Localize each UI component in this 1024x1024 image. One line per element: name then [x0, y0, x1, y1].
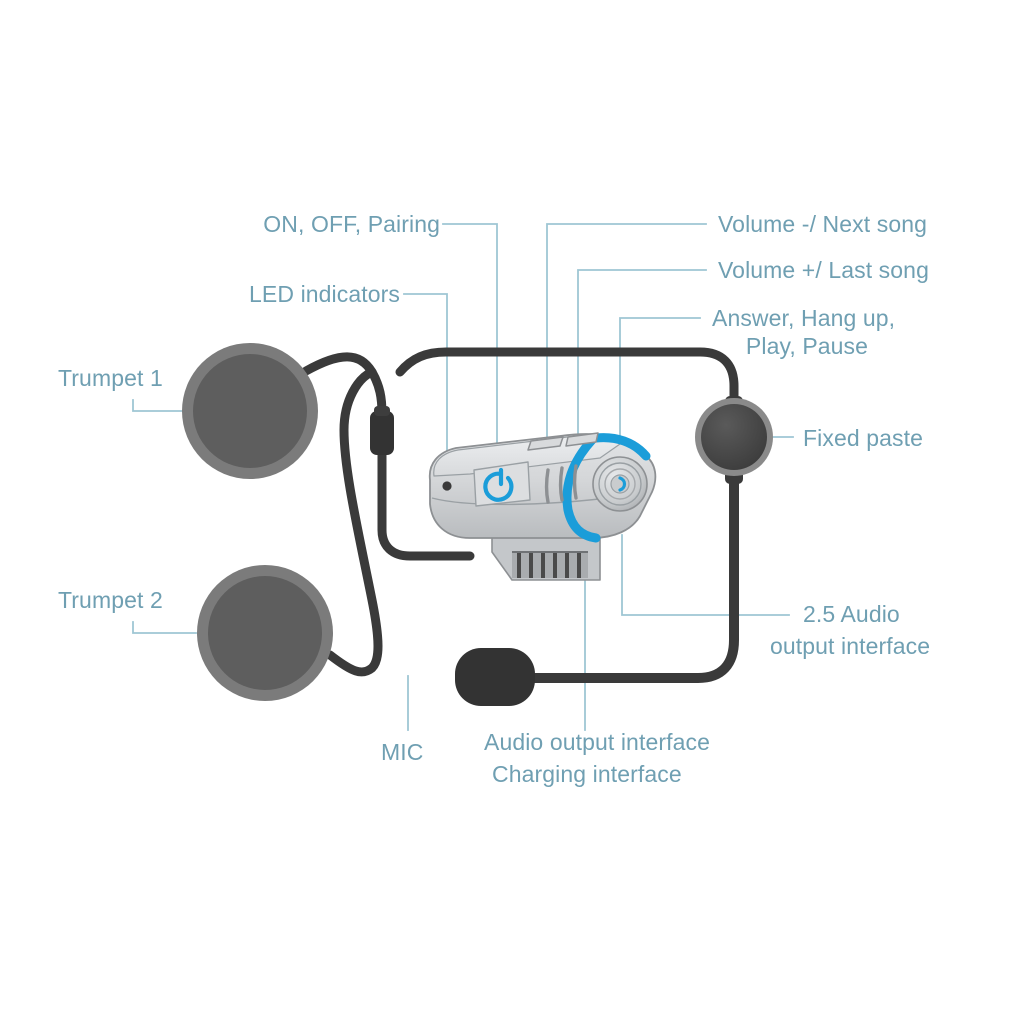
- fixed-paste-disc: [695, 398, 773, 476]
- label-volume-up-last-song: Volume +/ Last song: [718, 257, 929, 283]
- leader-on-off-pairing: [442, 223, 498, 466]
- leader-audio-25: [621, 534, 790, 616]
- label-trumpet-2: Trumpet 2: [58, 587, 163, 613]
- microphone: [455, 648, 535, 706]
- accent-swoosh: [562, 435, 601, 543]
- speaker-trumpet-1: [182, 343, 318, 479]
- vent-slots: [544, 464, 578, 504]
- leader-led-indicators: [403, 293, 448, 483]
- led-indicator-dot: [442, 481, 452, 491]
- cable-trumpet-2: [325, 367, 383, 677]
- leader-volume-down: [546, 223, 707, 453]
- volume-button-down: [527, 436, 564, 451]
- leader-trumpet-2: [132, 621, 197, 634]
- label-audio-output-interface: Audio output interface: [484, 729, 710, 755]
- label-audio-25: 2.5 Audio: [803, 601, 900, 627]
- cable-to-mic: [543, 465, 739, 683]
- control-unit: [428, 432, 657, 581]
- label-led-indicators: LED indicators: [249, 281, 400, 307]
- multifunction-button: [592, 456, 648, 512]
- label-on-off-pairing: ON, OFF, Pairing: [263, 211, 440, 237]
- label-trumpet-1: Trumpet 1: [58, 365, 163, 391]
- label-mic: MIC: [381, 739, 424, 765]
- leader-trumpet-1: [132, 399, 197, 412]
- cable-main-trunk: [377, 447, 475, 561]
- label-play-pause: Play, Pause: [745, 333, 869, 359]
- cable-splitter: [370, 406, 394, 455]
- label-answer-hangup: Answer, Hang up,: [712, 305, 896, 331]
- cable-top-run: [395, 347, 739, 409]
- label-audio-25-output-interface: output interface: [770, 633, 931, 659]
- label-fixed-paste: Fixed paste: [803, 425, 923, 451]
- label-charging-interface: Charging interface: [492, 761, 682, 787]
- cable-harness: [301, 347, 739, 683]
- label-volume-down-next-song: Volume -/ Next song: [718, 211, 928, 237]
- speaker-trumpet-2: [197, 565, 333, 701]
- volume-button-up: [565, 432, 599, 447]
- leader-volume-up: [577, 269, 707, 451]
- leader-answer-hangup: [619, 317, 701, 471]
- power-icon: [483, 467, 514, 502]
